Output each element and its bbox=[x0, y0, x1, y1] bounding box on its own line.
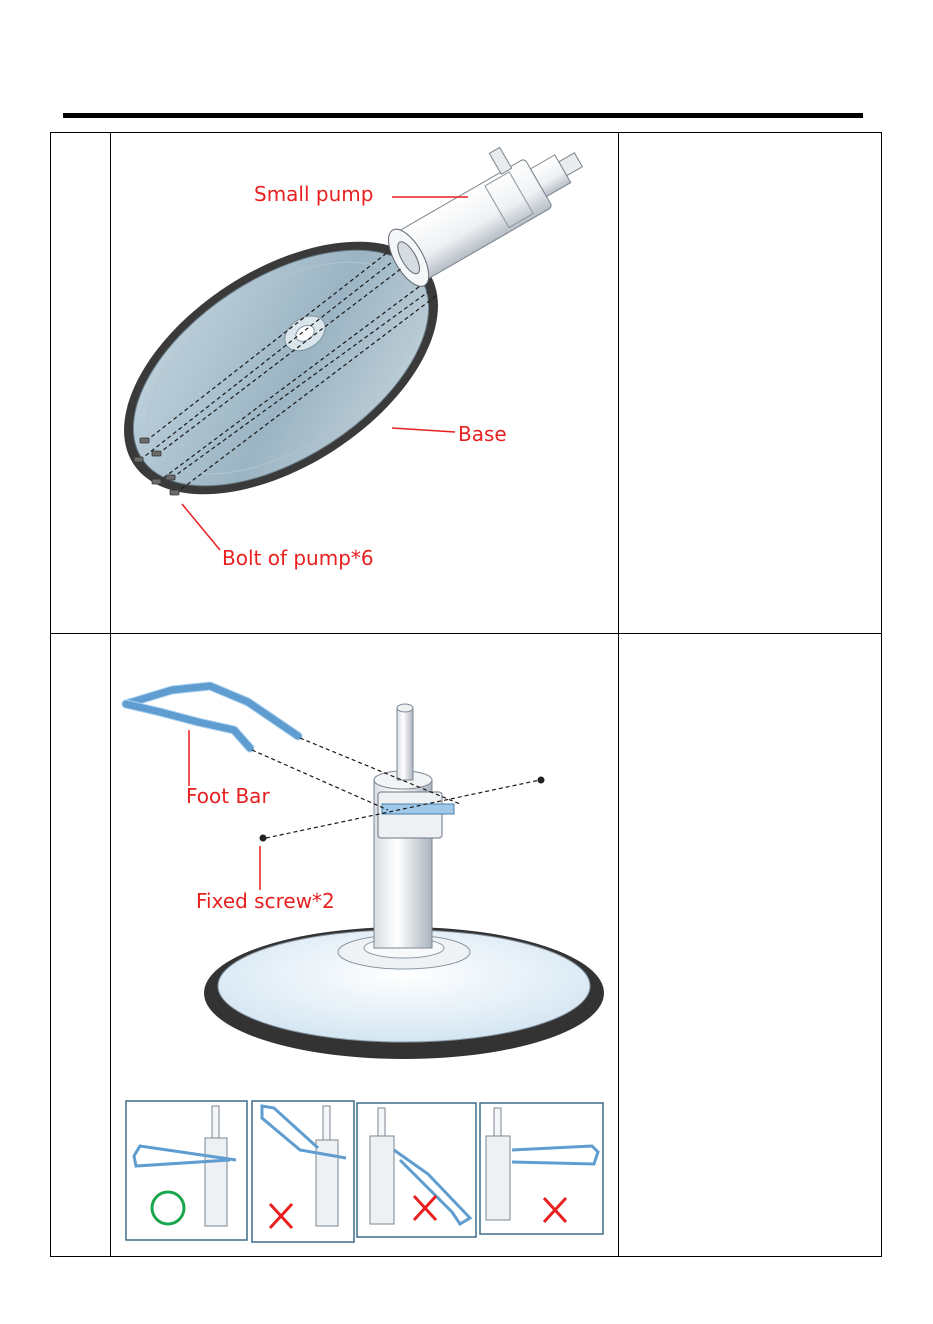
fixed-screw-left bbox=[260, 835, 267, 842]
orientation-option-1-frame bbox=[126, 1101, 247, 1240]
foot-bar-label: Foot Bar bbox=[186, 786, 270, 806]
fixed-screw-label: Fixed screw*2 bbox=[196, 891, 335, 911]
pump-column bbox=[374, 704, 454, 948]
foot-bar-part bbox=[126, 686, 298, 748]
step2-leader-lines bbox=[189, 730, 260, 890]
fixed-screw-right bbox=[538, 777, 545, 784]
orientation-thumbnails bbox=[126, 1101, 603, 1242]
